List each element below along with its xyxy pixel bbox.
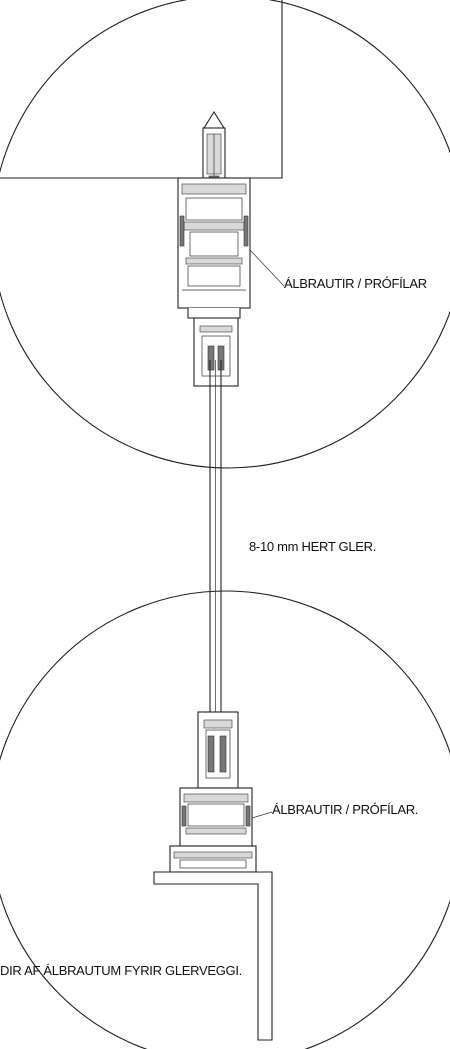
top-detail: [0, 0, 450, 469]
bottom-glazing-clamp: [197, 711, 239, 789]
floor-angle-bracket: [153, 871, 273, 1041]
top-head-profile: [177, 177, 251, 319]
ceiling-block: [0, 0, 283, 179]
caption-label: DIR AF ÁLBRAUTUM FYRIR GLERVEGGI.: [0, 963, 242, 978]
bottom-profile-label: ÁLBRAUTIR / PRÓFÍLAR.: [272, 802, 418, 817]
bottom-base-profile: [169, 787, 257, 873]
glass-label: 8-10 mm HERT GLER.: [249, 539, 376, 554]
bottom-detail: [0, 590, 450, 1049]
top-profile-label: ÁLBRAUTIR / PRÓFÍLAR: [284, 276, 427, 291]
top-glazing-clamp: [193, 317, 239, 387]
glass-pane: [209, 360, 222, 720]
top-detail-circle: [0, 0, 450, 469]
bottom-detail-circle: [0, 590, 450, 1049]
